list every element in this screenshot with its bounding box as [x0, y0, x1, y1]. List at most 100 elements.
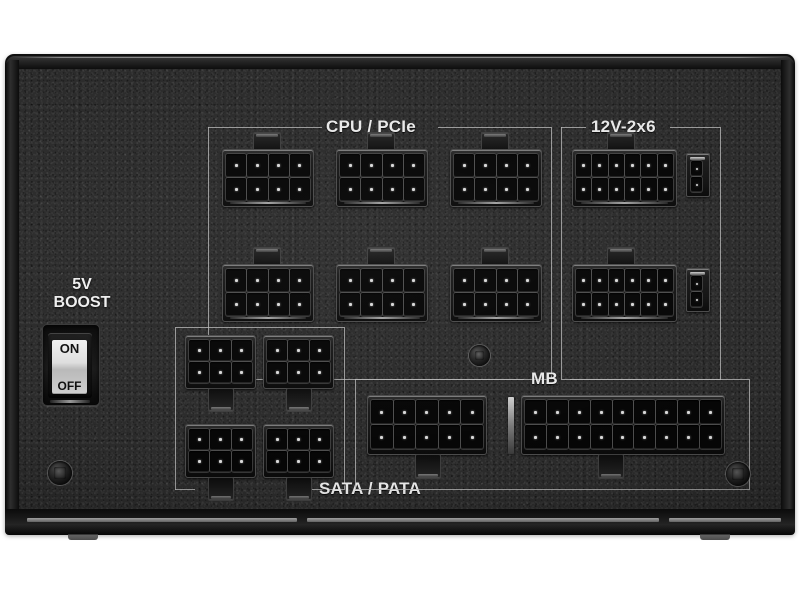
pin-cavity	[691, 161, 702, 176]
pin-cavity	[309, 362, 330, 383]
group-frame-sata-bottom-left	[175, 489, 195, 490]
pin-cavity	[340, 154, 361, 177]
connector-cpu-pcie-2[interactable]	[336, 132, 428, 207]
latch-tab	[286, 388, 312, 412]
pin-cavity	[454, 154, 475, 177]
boost-switch-rocker[interactable]: ON OFF	[52, 340, 87, 394]
pin-cavity	[608, 178, 624, 201]
pin-cavity	[691, 292, 702, 307]
pin-cavity	[189, 451, 210, 472]
pin-cavity	[289, 293, 310, 316]
pin-cavity	[496, 293, 517, 316]
pin-cavity	[268, 154, 289, 177]
pin-cavity	[568, 400, 590, 424]
group-frame-sata-pata	[175, 327, 345, 490]
pin-cavity	[634, 425, 656, 449]
pin-cavity	[496, 154, 517, 177]
screw-bottom-right	[726, 462, 750, 486]
connector-sata-pata-1[interactable]	[185, 335, 256, 412]
pin-cavity	[210, 429, 231, 450]
pin-cavity	[624, 154, 641, 177]
pin-cavity	[289, 178, 310, 201]
pin-cavity	[454, 269, 475, 292]
pin-cavity	[361, 293, 382, 316]
pin-cavity	[475, 178, 496, 201]
connector-sata-pata-3[interactable]	[185, 424, 256, 501]
pin-cavity	[247, 154, 268, 177]
pin-cavity	[592, 269, 608, 292]
pin-cavity	[678, 425, 700, 449]
pin-cavity	[657, 293, 673, 316]
rocker-label-off: OFF	[58, 380, 82, 392]
pin-cavity	[231, 340, 252, 361]
group-label-12v-2x6: 12V-2x6	[591, 117, 656, 137]
pin-cavity	[289, 154, 310, 177]
pin-cavity	[612, 425, 634, 449]
bottom-edge-highlight-left	[27, 518, 297, 522]
pin-cavity	[268, 293, 289, 316]
pin-cavity	[247, 178, 268, 201]
pin-cavity	[268, 178, 289, 201]
connector-cpu-pcie-4[interactable]	[222, 247, 314, 322]
connector-12v-sideband-2[interactable]	[686, 268, 710, 312]
pin-cavity	[517, 269, 538, 292]
boost-switch-title: 5V BOOST	[27, 276, 137, 312]
pin-cavity	[525, 400, 546, 424]
pin-cavity	[700, 425, 721, 449]
group-frame-12v-top-left	[561, 127, 586, 128]
group-frame-mb-top-right	[570, 379, 749, 380]
pin-cavity	[608, 269, 624, 292]
latch-tab	[598, 454, 624, 479]
bottom-edge-highlight-mid	[307, 518, 659, 522]
pin-cavity	[210, 362, 231, 383]
latch-tab	[208, 388, 234, 412]
chassis-right-rail	[781, 60, 795, 530]
pin-cavity	[624, 293, 641, 316]
pin-cavity	[438, 400, 461, 424]
connector-cpu-pcie-5[interactable]	[336, 247, 428, 322]
connector-cpu-pcie-3[interactable]	[450, 132, 542, 207]
pin-cavity	[309, 429, 330, 450]
group-label-mb: MB	[531, 369, 558, 389]
connector-12v-sideband-1[interactable]	[686, 153, 710, 197]
connector-mb-10pin[interactable]	[367, 395, 487, 479]
pin-cavity	[340, 293, 361, 316]
pin-cavity	[267, 429, 288, 450]
pin-cavity	[496, 178, 517, 201]
pin-cavity	[590, 425, 612, 449]
pin-cavity	[247, 269, 268, 292]
pin-cavity	[438, 425, 461, 449]
connector-12v-2x6-1[interactable]	[572, 132, 677, 207]
chassis-foot-right	[700, 534, 730, 540]
connector-12v-2x6-2[interactable]	[572, 247, 677, 322]
pin-cavity	[403, 269, 424, 292]
connector-sata-pata-2[interactable]	[263, 335, 334, 412]
latch-tab	[208, 477, 234, 501]
pin-cavity	[546, 425, 568, 449]
pin-cavity	[226, 269, 247, 292]
connector-cpu-pcie-1[interactable]	[222, 132, 314, 207]
pin-cavity	[475, 293, 496, 316]
pin-cavity	[226, 178, 247, 201]
pin-cavity	[641, 178, 657, 201]
pin-cavity	[700, 400, 721, 424]
connector-cpu-pcie-6[interactable]	[450, 247, 542, 322]
pin-cavity	[656, 400, 678, 424]
pin-cavity	[656, 425, 678, 449]
pin-cavity	[612, 400, 634, 424]
pin-cavity	[416, 425, 438, 449]
face-vignette	[19, 69, 781, 511]
pin-cavity	[475, 154, 496, 177]
mb-connector-divider	[508, 397, 514, 454]
connector-sata-pata-4[interactable]	[263, 424, 334, 501]
boost-title-line2: BOOST	[27, 294, 137, 312]
pin-cavity	[267, 362, 288, 383]
pin-cavity	[382, 154, 403, 177]
pin-cavity	[189, 429, 210, 450]
group-label-cpu-pcie: CPU / PCIe	[326, 117, 416, 137]
pin-cavity	[525, 425, 546, 449]
connector-mb-18pin[interactable]	[521, 395, 725, 479]
pin-cavity	[371, 425, 393, 449]
pin-cavity	[267, 451, 288, 472]
